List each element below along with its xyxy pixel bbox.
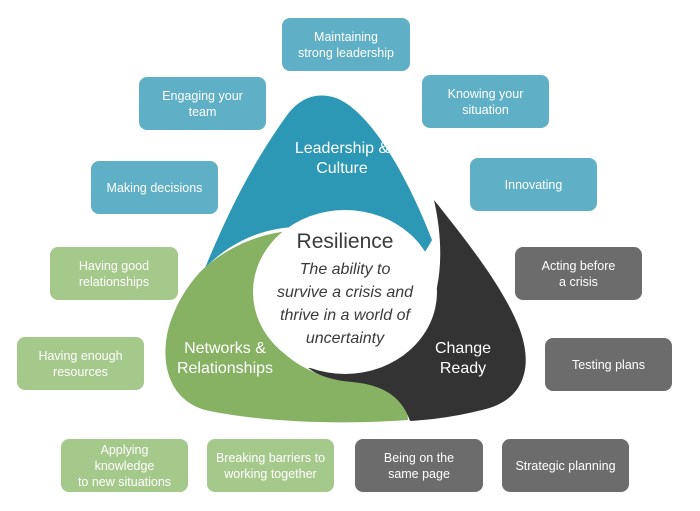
- change-ready-label: Change Ready: [434, 340, 492, 377]
- engaging-your-team-box: Engaging your team: [139, 77, 266, 130]
- knowing-your-situation-box: Knowing your situation: [422, 75, 549, 128]
- center-description: The ability to survive a crisis and thri…: [276, 261, 414, 347]
- maintaining-strong-leadership-box: Maintaining strong leadership: [282, 18, 410, 71]
- making-decisions-box: Making decisions: [91, 161, 218, 214]
- leadership-culture-label: Leadership & Culture: [294, 140, 390, 177]
- center-circle: [253, 210, 437, 374]
- innovating-box: Innovating: [470, 158, 597, 211]
- applying-knowledge-box: Applying knowledge to new situations: [61, 439, 188, 492]
- being-on-the-same-page-box: Being on the same page: [355, 439, 483, 492]
- having-enough-resources-box: Having enough resources: [17, 337, 144, 390]
- acting-before-a-crisis-box: Acting before a crisis: [515, 247, 642, 300]
- networks-relationships-label: Networks & Relationships: [176, 340, 274, 377]
- center-title: Resilience: [296, 230, 394, 253]
- networks-relationships-segment: [165, 229, 408, 423]
- breaking-barriers-box: Breaking barriers to working together: [207, 439, 334, 492]
- testing-plans-box: Testing plans: [545, 338, 672, 391]
- having-good-relationships-box: Having good relationships: [50, 247, 178, 300]
- strategic-planning-box: Strategic planning: [502, 439, 629, 492]
